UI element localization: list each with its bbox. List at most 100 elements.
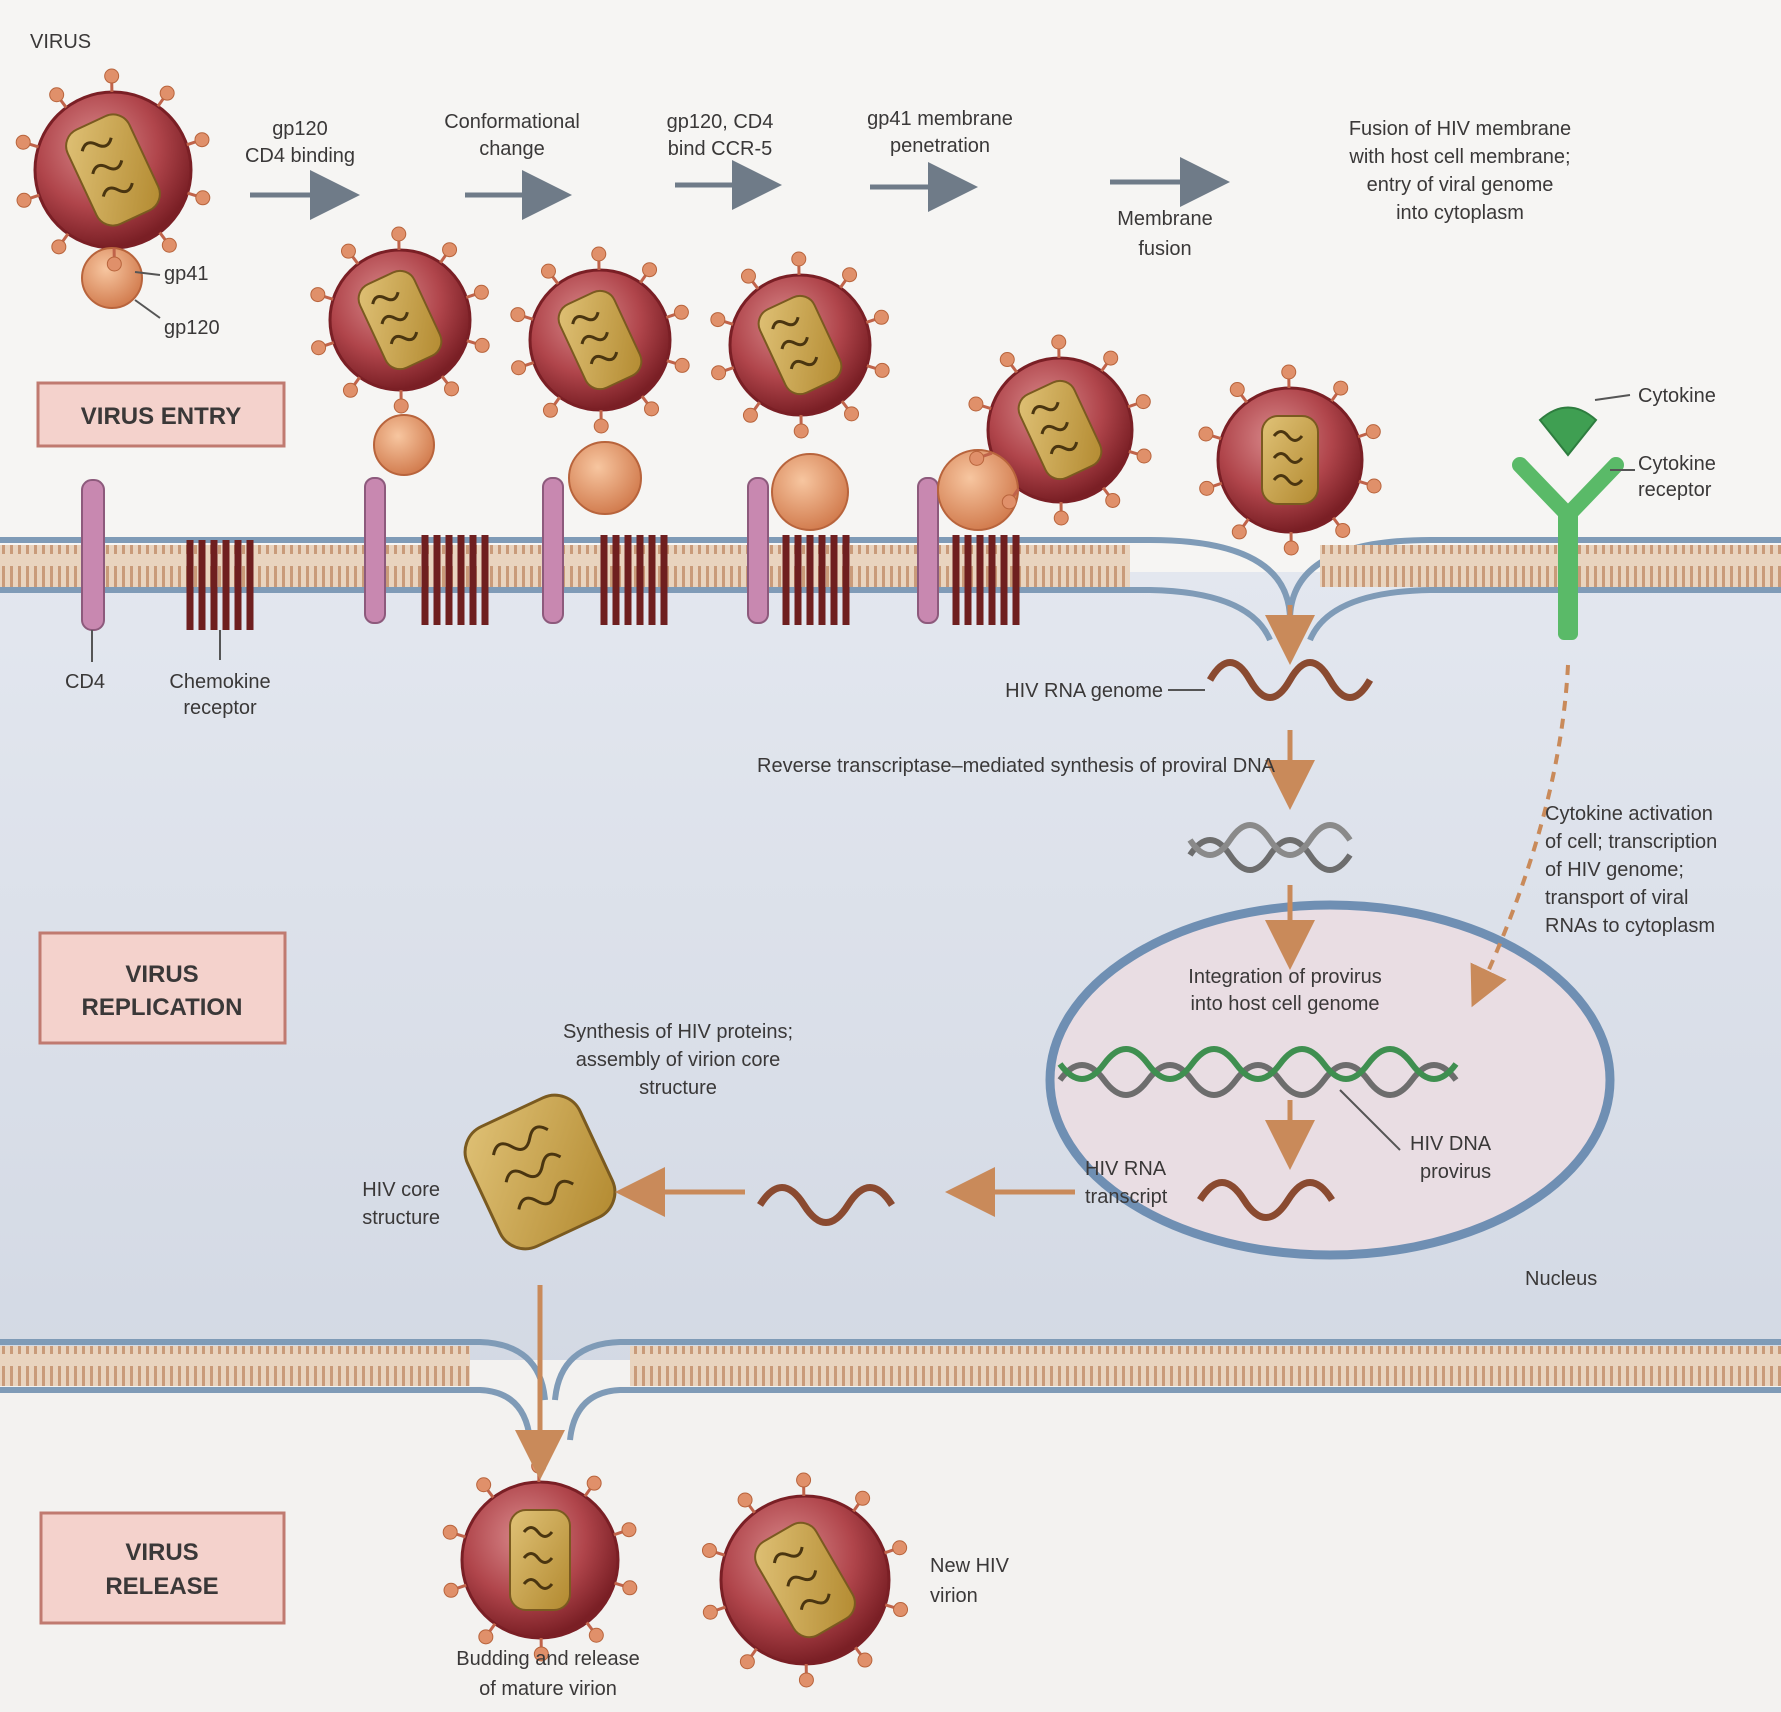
- spike-knob: [893, 1541, 907, 1555]
- spike-knob: [477, 1478, 491, 1492]
- spike-knob: [894, 1603, 908, 1617]
- spike-knob: [195, 133, 209, 147]
- spike-knob: [799, 1673, 813, 1687]
- synthesis-label-3: structure: [639, 1077, 717, 1099]
- cytokine-activation-5: RNAs to cytoplasm: [1545, 915, 1715, 937]
- chemokine-receptor-label-2: receptor: [183, 697, 257, 719]
- spike-knob: [741, 269, 755, 283]
- hiv-core-label-1: HIV core: [362, 1179, 440, 1201]
- stage-release-label-1: VIRUS: [125, 1539, 198, 1566]
- spike-knob: [392, 227, 406, 241]
- spike-knob: [17, 193, 31, 207]
- step1-line1: gp120: [272, 118, 328, 140]
- budding-label-1: Budding and release: [456, 1648, 639, 1670]
- virus-binding: [330, 250, 470, 390]
- integration-label-2: into host cell genome: [1190, 993, 1379, 1015]
- step4-line2: penetration: [890, 135, 990, 157]
- spike-knob: [969, 397, 983, 411]
- hiv-dna-provirus-label-1: HIV DNA: [1410, 1133, 1492, 1155]
- stage-box-release: VIRUS RELEASE: [41, 1513, 284, 1623]
- cd4-receptor-3: [543, 478, 563, 623]
- spike-knob: [312, 341, 326, 355]
- spike-knob: [623, 1581, 637, 1595]
- spike-knob: [712, 366, 726, 380]
- spike-knob: [643, 263, 657, 277]
- spike-knob: [1136, 395, 1150, 409]
- new-hiv-virion-label-1: New HIV: [930, 1555, 1010, 1577]
- spike-knob: [479, 1630, 493, 1644]
- fusion-note-3: entry of viral genome: [1367, 174, 1554, 196]
- cytokine-receptor-label-2: receptor: [1638, 479, 1712, 501]
- hiv-rna-genome-label: HIV RNA genome: [1005, 680, 1163, 702]
- step3-line1: gp120, CD4: [667, 111, 774, 133]
- chemokine-receptor-label-1: Chemokine: [169, 671, 270, 693]
- spike-knob: [445, 382, 459, 396]
- spike-knob: [843, 268, 857, 282]
- spike-knob: [541, 264, 555, 278]
- spike-knob: [1000, 353, 1014, 367]
- spike-knob: [107, 257, 121, 271]
- spike-knob: [792, 252, 806, 266]
- fusion-note-4: into cytoplasm: [1396, 202, 1524, 224]
- stage-replication-label-2: REPLICATION: [82, 994, 243, 1021]
- spike-knob: [512, 361, 526, 375]
- stage-entry-label: VIRUS ENTRY: [81, 403, 241, 430]
- gp120-knob-3: [569, 442, 641, 514]
- spike-knob: [1366, 425, 1380, 439]
- cytokine: [1540, 408, 1596, 456]
- cd4-receptor-2: [365, 478, 385, 623]
- spike-knob: [343, 383, 357, 397]
- cytokine-receptor-label-1: Cytokine: [1638, 453, 1716, 475]
- cd4-label: CD4: [65, 671, 105, 693]
- stage-release-label-2: RELEASE: [105, 1573, 218, 1600]
- spike-knob: [1284, 541, 1298, 555]
- step5-line2: fusion: [1138, 238, 1191, 260]
- spike-knob: [592, 247, 606, 261]
- synthesis-label-1: Synthesis of HIV proteins;: [563, 1021, 793, 1043]
- cytokine-activation-1: Cytokine activation: [1545, 803, 1713, 825]
- hiv-core-label-2: structure: [362, 1207, 440, 1229]
- spike-knob: [1106, 493, 1120, 507]
- spike-knob: [845, 407, 859, 421]
- spike-knob: [1367, 479, 1381, 493]
- spike-knob: [738, 1493, 752, 1507]
- new-hiv-virion: [721, 1496, 889, 1664]
- spike-knob: [444, 1583, 458, 1597]
- spike-knob: [1336, 523, 1350, 537]
- spike-knob: [475, 338, 489, 352]
- spike-knob: [1334, 381, 1348, 395]
- spike-knob: [594, 419, 608, 433]
- spike-knob: [702, 1543, 716, 1557]
- integration-label-1: Integration of provirus: [1188, 966, 1381, 988]
- step1-line2: CD4 binding: [245, 145, 355, 167]
- spike-knob: [970, 451, 984, 465]
- step4-line1: gp41 membrane: [867, 108, 1013, 130]
- nucleus-label: Nucleus: [1525, 1268, 1597, 1290]
- step2-line1: Conformational: [444, 111, 580, 133]
- spike-knob: [50, 88, 64, 102]
- spike-knob: [743, 408, 757, 422]
- spike-knob: [196, 191, 210, 205]
- fusion-note-1: Fusion of HIV membrane: [1349, 118, 1571, 140]
- spike-knob: [311, 288, 325, 302]
- step2-line2: change: [479, 138, 545, 160]
- spike-knob: [740, 1655, 754, 1669]
- spike-knob: [511, 308, 525, 322]
- spike-knob: [394, 399, 408, 413]
- gp120-knob-2: [374, 415, 434, 475]
- virus-ccr5: [730, 275, 870, 415]
- stage-box-replication: VIRUS REPLICATION: [40, 933, 285, 1043]
- spike-knob: [1232, 525, 1246, 539]
- spike-knob: [675, 358, 689, 372]
- spike-knob: [797, 1473, 811, 1487]
- spike-knob: [160, 86, 174, 100]
- gp120-knob-4: [772, 454, 848, 530]
- spike-knob: [1200, 481, 1214, 495]
- spike-knob: [162, 238, 176, 252]
- synthesis-label-2: assembly of virion core: [576, 1049, 781, 1071]
- spike-knob: [703, 1605, 717, 1619]
- spike-knob: [587, 1476, 601, 1490]
- spike-knob: [443, 1525, 457, 1539]
- spike-knob: [1230, 383, 1244, 397]
